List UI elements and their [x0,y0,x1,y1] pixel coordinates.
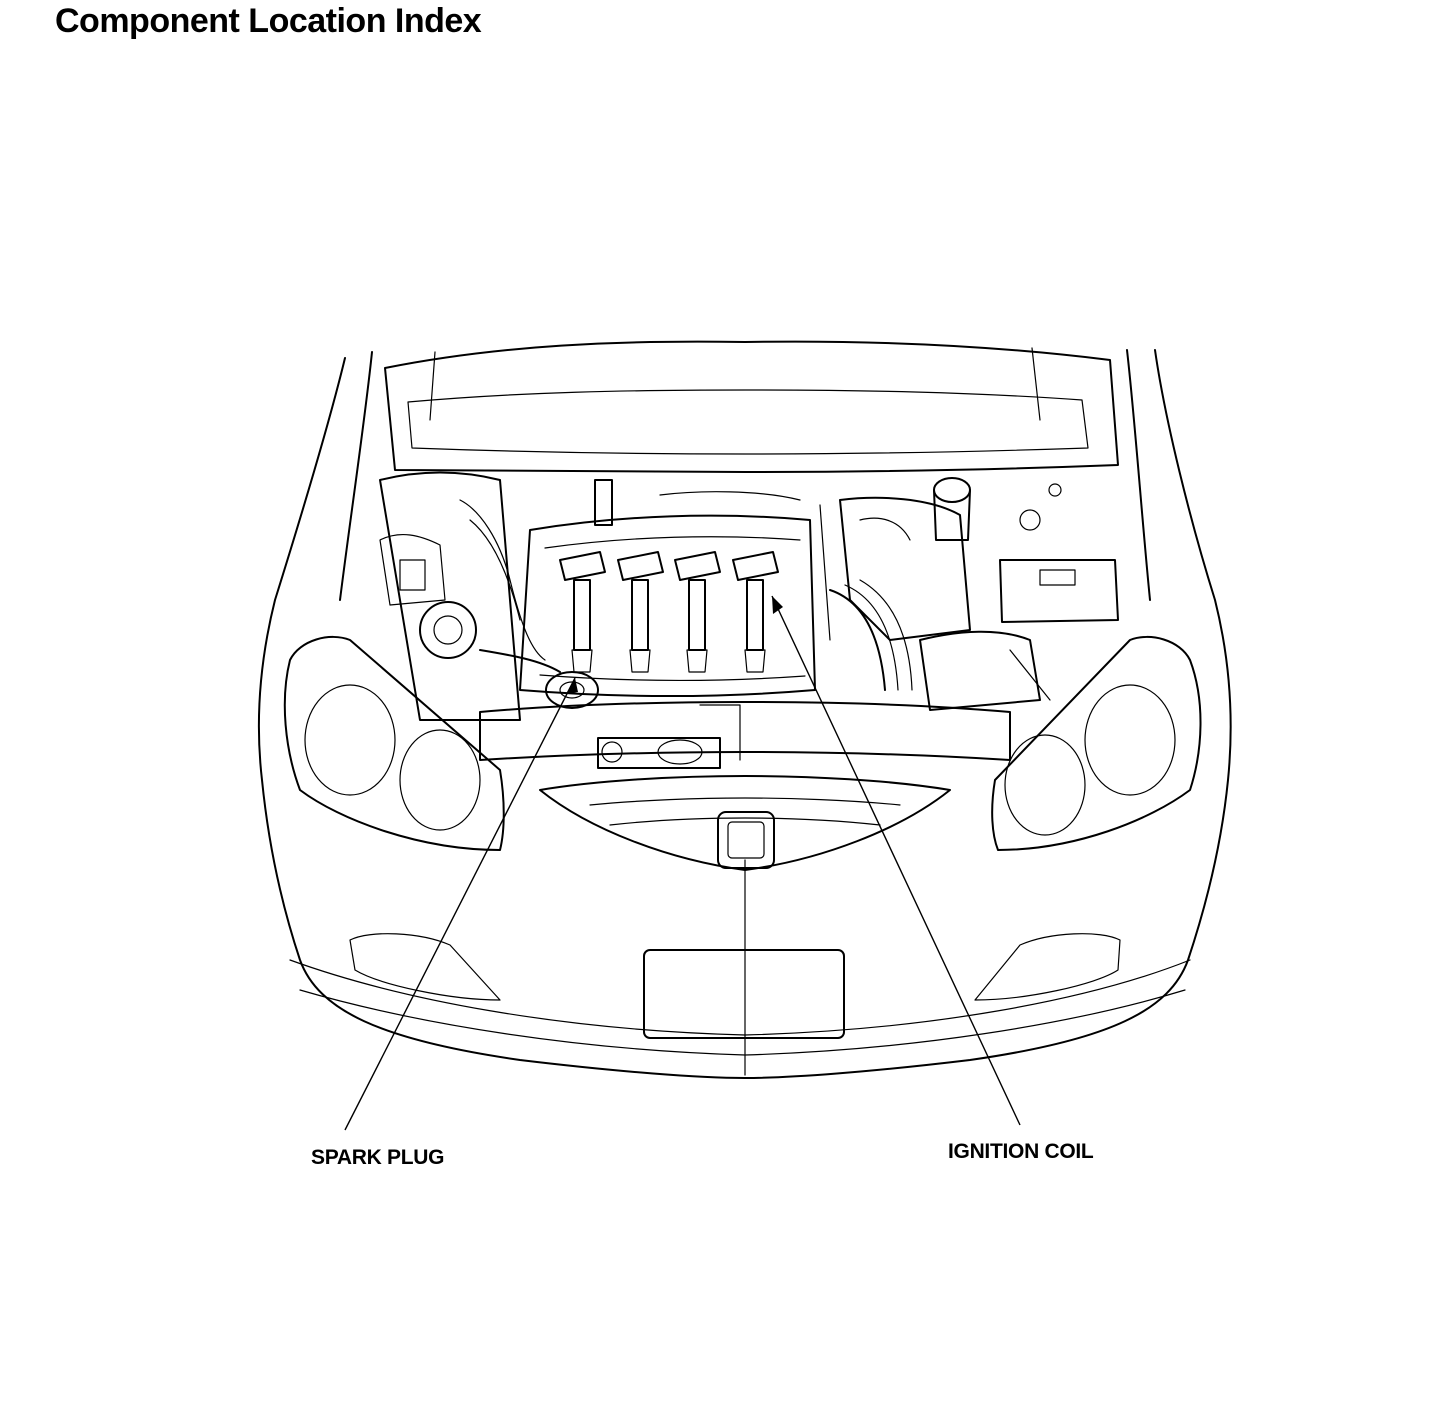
license-plate [643,949,845,1039]
page-title: Component Location Index [55,2,482,40]
spark-plug-well [545,671,599,709]
leader-lines [344,595,1021,1131]
headlight-right [991,635,1202,851]
ignition-coil-leader-arrow [772,596,783,614]
ignition-coil-2 [617,551,664,673]
ignition-coil-3 [674,551,721,673]
engine-cylinder-head [519,479,831,697]
engine-bay-right [829,477,1119,711]
spark-plug-label: SPARK PLUG [311,1146,445,1169]
ignition-coil-1 [559,551,606,673]
engine-bay-left [379,471,561,721]
front-bumper [349,933,1121,1039]
ignition-coil-label: IGNITION COIL [948,1140,1094,1163]
front-grille [539,775,951,871]
radiator-support [479,701,1011,769]
brand-emblem [717,811,775,869]
spark-plug-leader-arrow [566,678,578,694]
headlight-left [283,635,505,851]
hood [384,340,1119,473]
ignition-coil-leader-line [771,595,1021,1126]
spark-plug-leader-line [344,677,576,1131]
car-body-outline [257,349,1232,1079]
ignition-coil-group [559,551,779,673]
ignition-coil-4 [732,551,779,673]
